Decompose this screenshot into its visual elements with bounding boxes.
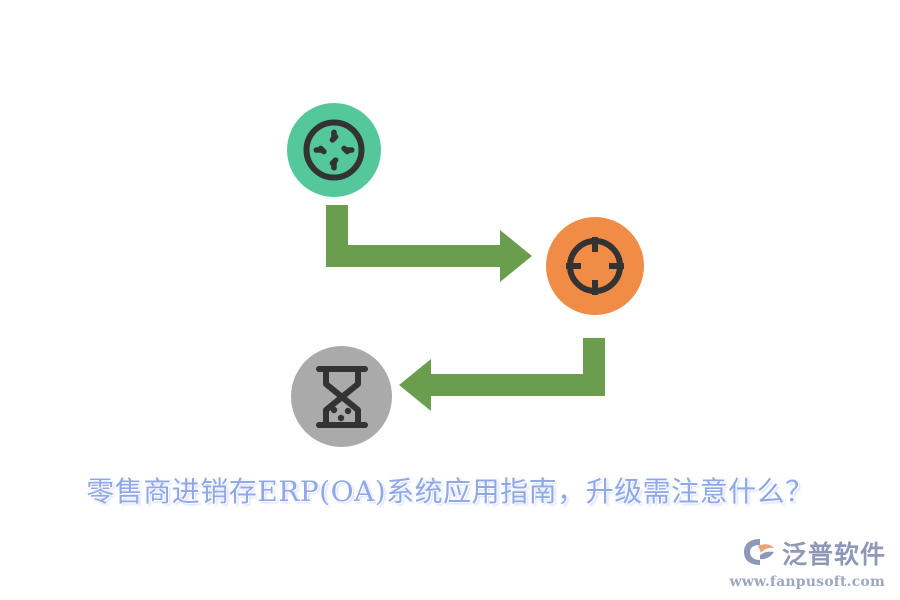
watermark: 泛普软件 www.fanpusoft.com — [729, 538, 886, 590]
connector-target-to-hourglass — [398, 338, 613, 426]
hourglass-icon — [311, 364, 373, 430]
watermark-url: www.fanpusoft.com — [729, 574, 885, 590]
node-loading-circle[interactable] — [287, 103, 381, 197]
loading-spinner-icon — [302, 118, 366, 182]
node-target-circle[interactable] — [546, 217, 644, 315]
node-hourglass-circle[interactable] — [291, 346, 392, 447]
fanpu-logo-icon — [742, 538, 776, 571]
page-title: 零售商进销存ERP(OA)系统应用指南，升级需注意什么？ — [86, 475, 814, 508]
watermark-brand-name: 泛普软件 — [781, 540, 886, 569]
connector-loading-to-target — [318, 205, 533, 300]
watermark-brand-row: 泛普软件 — [742, 538, 886, 571]
crosshair-target-icon — [561, 232, 629, 300]
